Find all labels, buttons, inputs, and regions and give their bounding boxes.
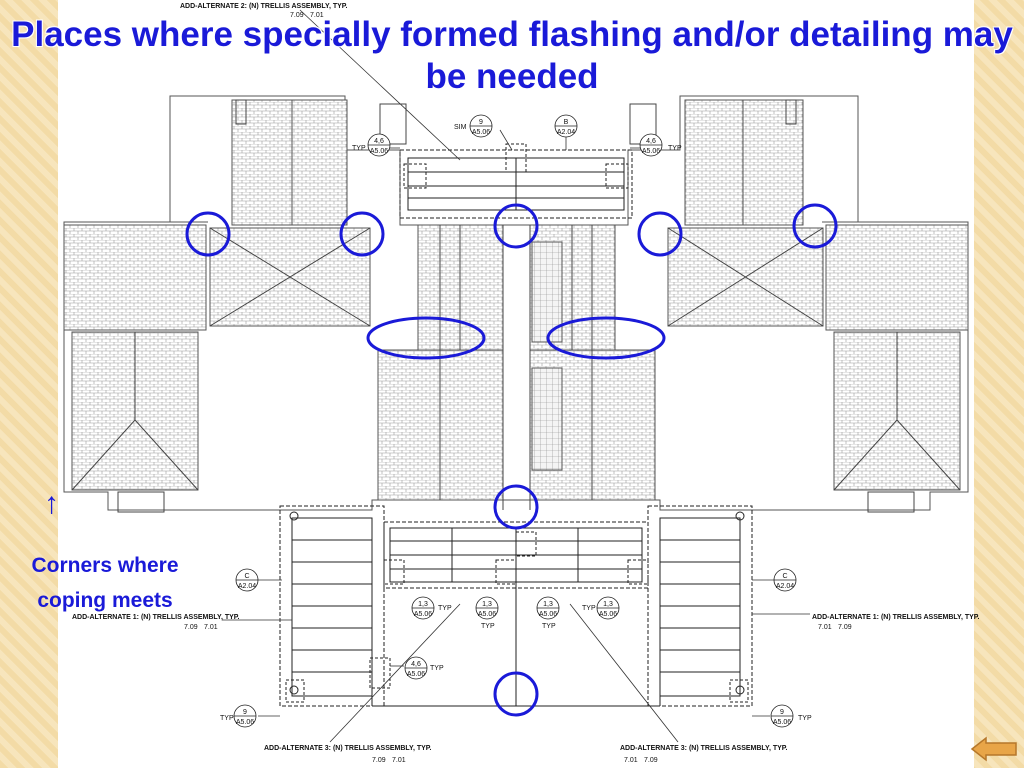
svg-text:C: C <box>782 573 787 580</box>
svg-text:1,3: 1,3 <box>482 601 492 608</box>
callout-arrow: ↑ <box>44 487 59 520</box>
svg-text:A5.06: A5.06 <box>370 148 388 155</box>
tag-9-bottom-left: 9 A5.06 <box>233 704 257 728</box>
sim-label: SIM <box>454 124 467 131</box>
highlight-circle-7 <box>493 671 539 717</box>
highlight-ellipse-right <box>546 316 666 360</box>
svg-text:4,6: 4,6 <box>646 138 656 145</box>
typ-e: TYP <box>430 665 444 672</box>
svg-text:4,6: 4,6 <box>374 138 384 145</box>
back-arrow-icon[interactable] <box>970 736 1020 762</box>
note-left-trellis: ADD-ALTERNATE 1: (N) TRELLIS ASSEMBLY, T… <box>72 614 240 621</box>
svg-text:A2.04: A2.04 <box>557 129 575 136</box>
note-left-ref-2: 7.01 <box>204 624 218 631</box>
svg-text:A2.04: A2.04 <box>238 583 256 590</box>
note-right-trellis: ADD-ALTERNATE 1: (N) TRELLIS ASSEMBLY, T… <box>812 614 980 621</box>
tag-b-top: B A2.04 <box>554 114 578 138</box>
svg-text:A5.06: A5.06 <box>407 671 425 678</box>
typ-g: TYP <box>798 715 812 722</box>
tag-9-top: 9 A5.06 <box>469 114 493 138</box>
highlight-ellipse-left <box>366 316 486 360</box>
note-bottom-right: ADD-ALTERNATE 3: (N) TRELLIS ASSEMBLY, T… <box>620 745 788 752</box>
tag-1-3-b: 1,3 A5.06 <box>475 596 499 620</box>
tag-4-6-right: 4,6 A5.06 <box>639 133 663 157</box>
svg-text:A5.06: A5.06 <box>773 719 791 726</box>
tag-4-6-bottom: 4,6 A5.06 <box>404 656 428 680</box>
note-right-ref-1: 7.01 <box>818 624 832 631</box>
svg-text:1,3: 1,3 <box>603 601 613 608</box>
corners-callout: Corners where coping meets <box>31 554 179 612</box>
highlight-circle-3 <box>493 203 539 249</box>
note-right-ref-2: 7.09 <box>838 624 852 631</box>
note-bl-ref-1: 7.09 <box>372 757 386 764</box>
svg-text:B: B <box>564 119 569 126</box>
svg-text:A5.06: A5.06 <box>642 148 660 155</box>
highlight-circle-2 <box>339 211 385 257</box>
tag-c-right: C A2.04 <box>773 568 797 592</box>
typ-a: TYP <box>438 605 452 612</box>
tag-1-3-d: 1,3 A5.06 <box>596 596 620 620</box>
svg-text:1,3: 1,3 <box>418 601 428 608</box>
note-left-ref-1: 7.09 <box>184 624 198 631</box>
note-bl-ref-2: 7.01 <box>392 757 406 764</box>
typ-c: TYP <box>542 623 556 630</box>
svg-text:9: 9 <box>243 709 247 716</box>
typ-d: TYP <box>582 605 596 612</box>
note-bottom-left: ADD-ALTERNATE 3: (N) TRELLIS ASSEMBLY, T… <box>264 745 432 752</box>
svg-text:1,3: 1,3 <box>543 601 553 608</box>
svg-text:A5.06: A5.06 <box>599 611 617 618</box>
svg-text:9: 9 <box>479 119 483 126</box>
note-top-ref-2: 7.01 <box>310 12 324 19</box>
highlight-circle-5 <box>792 203 838 249</box>
tag-1-3-a: 1,3 A5.06 <box>411 596 435 620</box>
svg-text:A5.06: A5.06 <box>236 719 254 726</box>
typ-right: TYP <box>668 145 682 152</box>
svg-text:9: 9 <box>780 709 784 716</box>
tag-9-bottom-right: 9 A5.06 <box>770 704 794 728</box>
svg-text:A5.06: A5.06 <box>539 611 557 618</box>
note-top-ref-1: 7.09 <box>290 12 304 19</box>
typ-left: TYP <box>352 145 366 152</box>
highlight-circle-6 <box>493 484 539 530</box>
slide-title: Places where specially formed flashing a… <box>11 15 1013 96</box>
svg-text:A5.06: A5.06 <box>414 611 432 618</box>
svg-text:4,6: 4,6 <box>411 661 421 668</box>
svg-text:A5.06: A5.06 <box>478 611 496 618</box>
typ-b: TYP <box>481 623 495 630</box>
tag-1-3-c: 1,3 A5.06 <box>536 596 560 620</box>
tag-4-6-left: 4,6 A5.06 <box>367 133 391 157</box>
typ-f: TYP <box>220 715 234 722</box>
svg-text:A5.06: A5.06 <box>472 129 490 136</box>
svg-text:C: C <box>244 573 249 580</box>
svg-text:A2.04: A2.04 <box>776 583 794 590</box>
note-br-ref-1: 7.01 <box>624 757 638 764</box>
note-top-trellis: ADD-ALTERNATE 2: (N) TRELLIS ASSEMBLY, T… <box>180 3 348 10</box>
tag-c-left: C A2.04 <box>235 568 259 592</box>
highlight-circle-1 <box>185 211 231 257</box>
highlight-circle-4 <box>637 211 683 257</box>
note-br-ref-2: 7.09 <box>644 757 658 764</box>
detail-tags: 4,6 A5.06 4,6 A5.06 9 A5.06 B A2.04 C A2… <box>233 114 797 728</box>
